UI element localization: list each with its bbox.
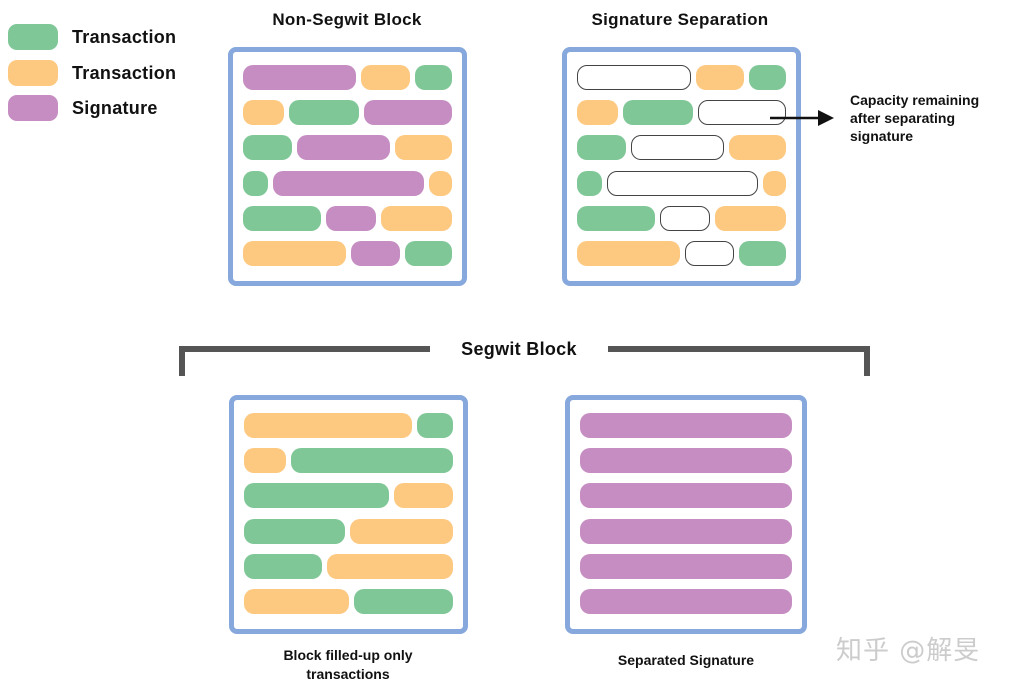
empty-capacity-bar xyxy=(606,170,759,196)
signature-bar xyxy=(580,553,792,579)
transaction-green-bar xyxy=(243,170,268,196)
transaction-orange-bar xyxy=(763,170,786,196)
transaction-green-bar xyxy=(243,205,321,231)
signature-bar xyxy=(350,241,400,266)
signature-separation-title: Signature Separation xyxy=(591,10,769,29)
signature-bar xyxy=(272,170,425,196)
bracket-left-leg xyxy=(179,346,185,376)
segwit-signature-block xyxy=(565,395,807,634)
transaction-orange-bar xyxy=(243,100,285,126)
legend-label: Signature xyxy=(72,97,158,118)
legend-item-transaction-green: Transaction xyxy=(8,23,176,51)
transaction-green-bar xyxy=(577,135,627,161)
bracket-right-leg xyxy=(864,346,870,376)
signature-bar xyxy=(580,518,792,544)
transaction-green-bar xyxy=(738,241,786,266)
transaction-orange-bar xyxy=(326,553,453,579)
signature-bar xyxy=(243,65,356,90)
transaction-orange-bar xyxy=(394,135,452,161)
legend-item-signature: Signature xyxy=(8,94,158,122)
signature-bar xyxy=(580,413,792,438)
transaction-orange-bar xyxy=(244,448,287,474)
non-segwit-title: Non-Segwit Block xyxy=(272,10,422,29)
segwit-title: Segwit Block xyxy=(461,339,577,359)
capacity-annotation: Capacity remaining after separating sign… xyxy=(850,91,979,145)
transaction-orange-bar xyxy=(695,65,745,90)
transaction-green-bar xyxy=(577,205,655,231)
transaction-orange-bar xyxy=(244,589,350,614)
transaction-green-bar xyxy=(291,448,453,474)
transaction-orange-bar xyxy=(360,65,411,90)
empty-capacity-bar xyxy=(659,205,710,231)
transaction-green-bar xyxy=(749,65,786,90)
transaction-orange-bar xyxy=(728,135,786,161)
transaction-green-bar xyxy=(289,100,359,126)
non-segwit-block xyxy=(228,47,467,286)
purple-swatch xyxy=(8,95,58,121)
transaction-green-bar xyxy=(243,135,293,161)
transaction-green-bar xyxy=(415,65,452,90)
empty-capacity-bar xyxy=(697,100,786,126)
legend-item-transaction-orange: Transaction xyxy=(8,59,176,87)
signature-bar xyxy=(325,205,376,231)
transaction-green-bar xyxy=(577,170,602,196)
empty-capacity-bar xyxy=(577,65,691,90)
transaction-green-bar xyxy=(404,241,452,266)
transaction-orange-bar xyxy=(577,100,619,126)
signature-bar xyxy=(580,589,792,614)
caption-line: Block filled-up only xyxy=(283,647,413,663)
empty-capacity-bar xyxy=(684,241,734,266)
legend-label: Transaction xyxy=(72,26,177,47)
transaction-orange-bar xyxy=(714,205,786,231)
transactions-caption: Block filled-up only transactions xyxy=(228,646,468,684)
transaction-orange-bar xyxy=(243,241,346,266)
signature-caption: Separated Signature xyxy=(617,652,755,668)
transaction-green-bar xyxy=(354,589,453,614)
signature-bar xyxy=(580,448,792,474)
transaction-orange-bar xyxy=(394,483,453,509)
orange-swatch xyxy=(8,60,58,86)
annotation-line: signature xyxy=(850,128,914,144)
signature-bar xyxy=(297,135,390,161)
transaction-green-bar xyxy=(417,413,453,438)
transaction-orange-bar xyxy=(244,413,413,438)
bracket-right-top xyxy=(608,346,870,352)
caption-line: transactions xyxy=(306,666,390,682)
bracket-left-top xyxy=(179,346,430,352)
transaction-orange-bar xyxy=(429,170,452,196)
signature-separation-block xyxy=(562,47,801,286)
watermark: 知乎 @解旻 xyxy=(836,636,981,666)
annotation-line: Capacity remaining xyxy=(850,92,980,108)
transaction-orange-bar xyxy=(349,518,453,544)
transaction-green-bar xyxy=(623,100,693,126)
green-swatch xyxy=(8,24,58,50)
empty-capacity-bar xyxy=(631,135,724,161)
segwit-transactions-block xyxy=(229,395,468,634)
signature-bar xyxy=(580,483,792,509)
transaction-orange-bar xyxy=(380,205,452,231)
transaction-orange-bar xyxy=(577,241,680,266)
arrow-icon xyxy=(770,110,834,126)
signature-bar xyxy=(363,100,452,126)
transaction-green-bar xyxy=(244,518,345,544)
annotation-line: after separating xyxy=(850,110,956,126)
transaction-green-bar xyxy=(244,553,322,579)
legend-label: Transaction xyxy=(72,62,177,83)
transaction-green-bar xyxy=(244,483,390,509)
